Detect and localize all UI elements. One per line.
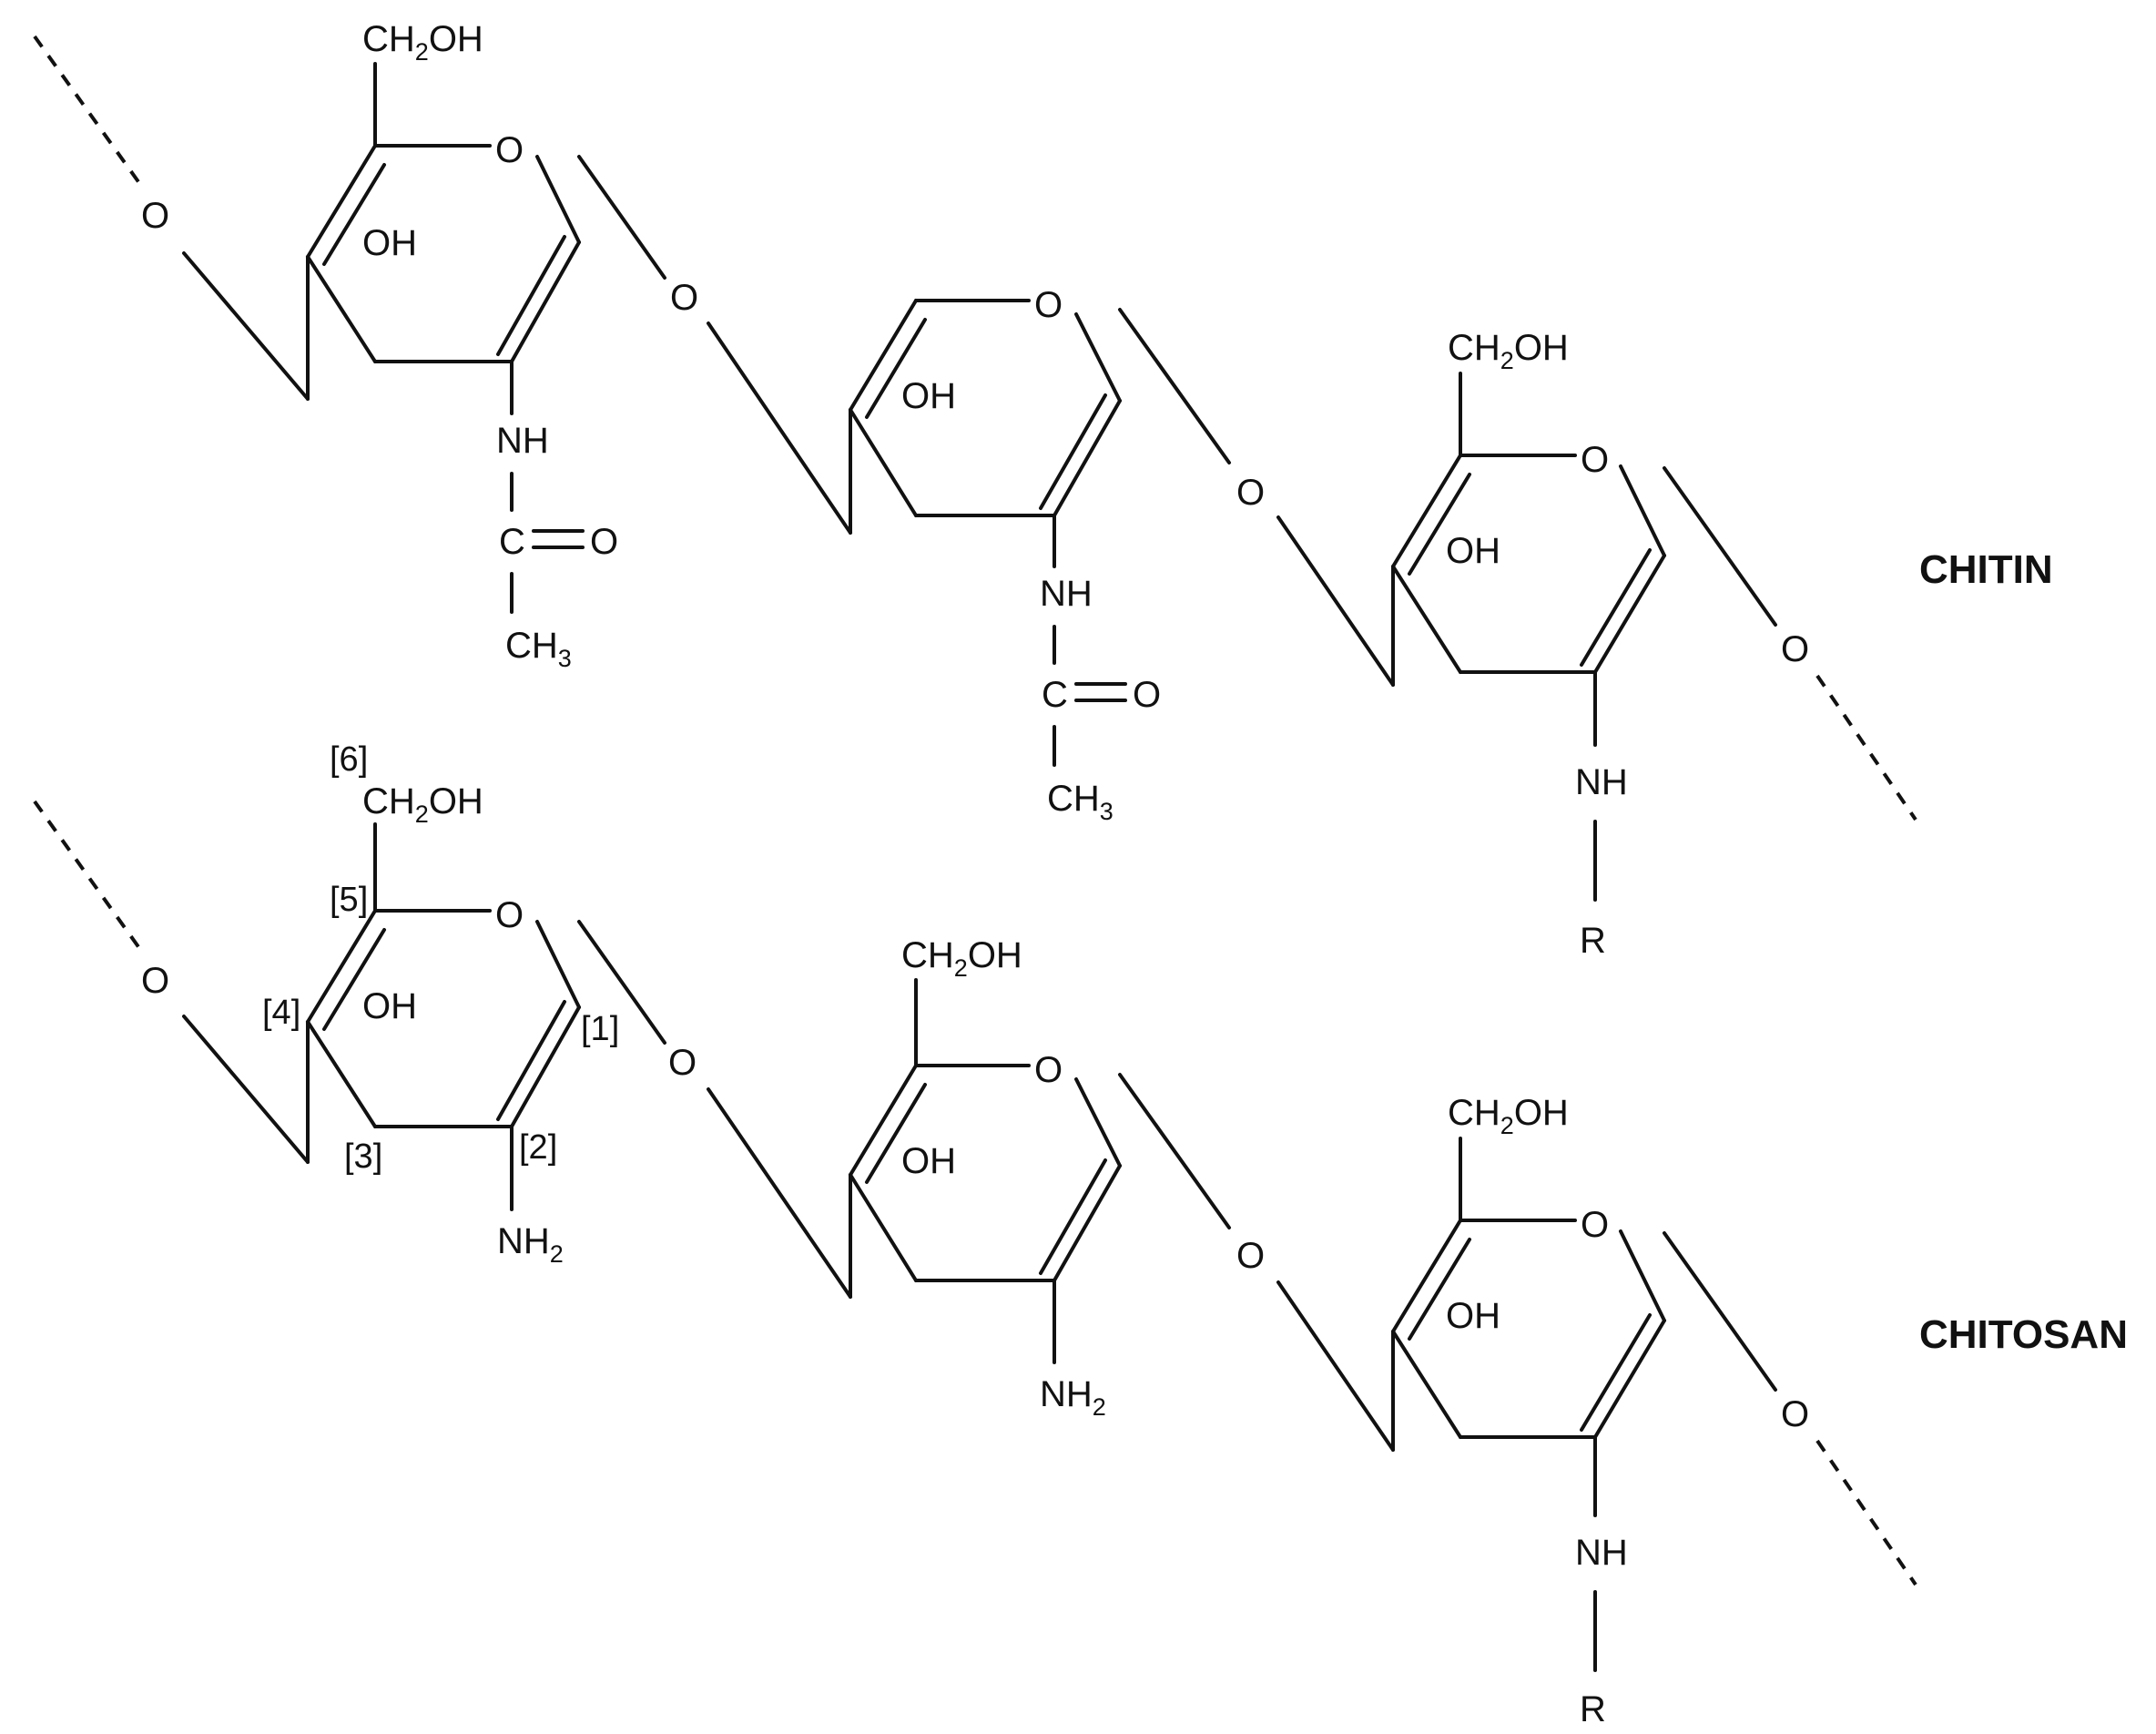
carbon-number-3: [3] <box>344 1137 382 1176</box>
chitin-chain: O O CH2OH OH NH C O C <box>33 19 2053 961</box>
chitosan-ring-3: O CH2OH OH NH R <box>1391 1093 1666 1729</box>
carbonyl-oxygen: O <box>1133 675 1161 715</box>
ch2oh-group: CH2OH <box>362 19 483 66</box>
ring-oxygen: O <box>1581 1205 1609 1245</box>
ch2oh-group: CH2OH <box>901 935 1022 982</box>
hydroxyl-group: OH <box>362 986 417 1026</box>
ring-oxygen: O <box>495 130 524 170</box>
glycosidic-oxygen: O <box>1236 1236 1265 1276</box>
nh2-group: NH2 <box>1040 1374 1106 1421</box>
r-group: R <box>1580 1689 1606 1729</box>
r-group: R <box>1580 921 1606 961</box>
carbon-number-2: [2] <box>519 1128 557 1167</box>
carbon-number-1: [1] <box>581 1010 619 1048</box>
ch2oh-group: CH2OH <box>1448 328 1569 374</box>
hydroxyl-group: OH <box>901 1141 956 1181</box>
glycosidic-oxygen: O <box>670 278 698 318</box>
carbonyl-carbon: C <box>1042 675 1068 715</box>
ch2oh-group: CH2OH <box>362 781 483 828</box>
hydroxyl-group: OH <box>362 223 417 263</box>
carbonyl-carbon: C <box>499 522 525 562</box>
chitosan-ring-1: O O CH2OH OH NH2 [1] [2] [3] <box>33 740 619 1268</box>
carbon-number-4: [4] <box>262 994 300 1032</box>
carbon-number-5: [5] <box>330 881 368 919</box>
glycosidic-oxygen: O <box>1236 473 1265 513</box>
glycosidic-oxygen: O <box>668 1043 697 1083</box>
amide-nh: NH <box>1040 574 1093 614</box>
ring-oxygen: O <box>1034 1050 1063 1090</box>
glycosidic-oxygen: O <box>141 961 169 1001</box>
glycosidic-oxygen: O <box>1781 1394 1809 1434</box>
nh2-group: NH2 <box>497 1221 564 1268</box>
chitin-ring-3: O CH2OH OH NH R <box>1391 328 1666 961</box>
chitin-ring-2: O OH NH C O CH3 <box>849 285 1161 825</box>
chitosan-ring-2: O CH2OH OH NH2 <box>849 935 1122 1421</box>
carbon-number-6: [6] <box>330 740 368 779</box>
hydroxyl-group: OH <box>1446 1296 1500 1336</box>
chitosan-chain: O O CH2OH OH NH2 [1] [2] [3] <box>33 740 2128 1729</box>
hydroxyl-group: OH <box>901 376 956 416</box>
ring-oxygen: O <box>495 895 524 935</box>
chitosan-label: CHITOSAN <box>1919 1312 2128 1357</box>
hydroxyl-group: OH <box>1446 531 1500 571</box>
ring-oxygen: O <box>1581 440 1609 480</box>
ch3-group: CH3 <box>1047 779 1114 825</box>
ch2oh-group: CH2OH <box>1448 1093 1569 1139</box>
amide-nh: NH <box>1575 762 1628 802</box>
ring-oxygen: O <box>1034 285 1063 325</box>
amide-nh: NH <box>1575 1533 1628 1573</box>
glycosidic-oxygen: O <box>1781 629 1809 669</box>
glycosidic-oxygen: O <box>141 196 169 236</box>
amide-nh: NH <box>496 421 549 461</box>
chitin-label: CHITIN <box>1919 547 2053 592</box>
chitin-ring-1: O O CH2OH OH NH C O C <box>33 19 618 672</box>
ch3-group: CH3 <box>505 626 572 672</box>
carbonyl-oxygen: O <box>590 522 618 562</box>
